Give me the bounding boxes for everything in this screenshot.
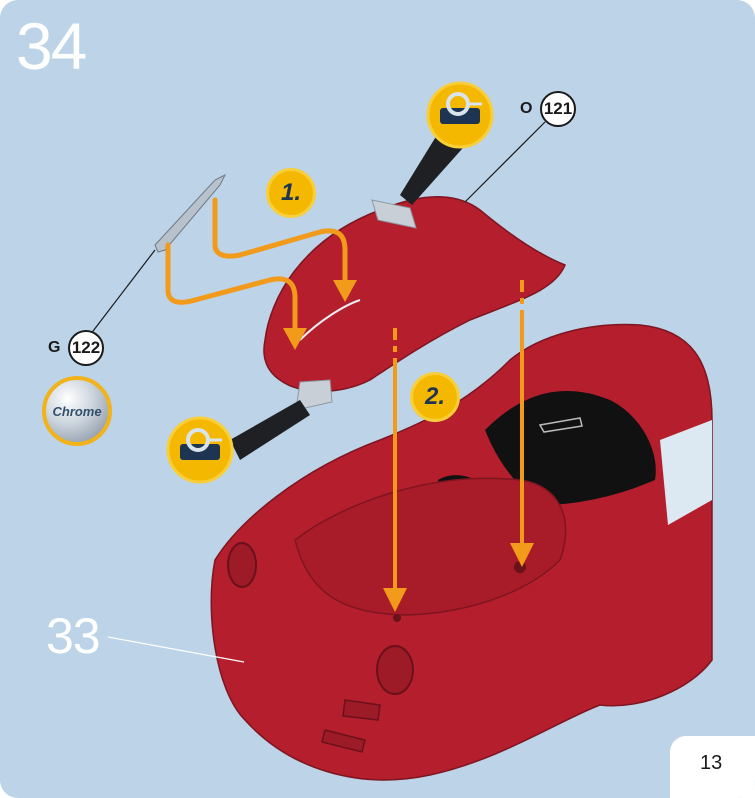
page-number: 13 — [700, 752, 722, 775]
substep-badge-1: 1. — [266, 168, 316, 218]
trim-part-letter: G — [48, 339, 60, 357]
step-number: 34 — [16, 8, 85, 84]
glue-tape-icon — [428, 83, 492, 147]
chrome-label: Chrome — [52, 404, 101, 419]
hood-part-letter: O — [520, 100, 532, 118]
reference-step-number: 33 — [46, 607, 100, 665]
trim-part-number: 122 — [68, 330, 104, 366]
hood-part-number: 121 — [540, 91, 576, 127]
car-body — [211, 325, 712, 780]
chrome-finish-icon: Chrome — [42, 376, 112, 446]
trim-leader-line — [90, 250, 155, 335]
tape-pointer-bottom — [230, 400, 310, 460]
glue-tape-icon — [168, 418, 232, 482]
substep-badge-2: 2. — [410, 372, 460, 422]
